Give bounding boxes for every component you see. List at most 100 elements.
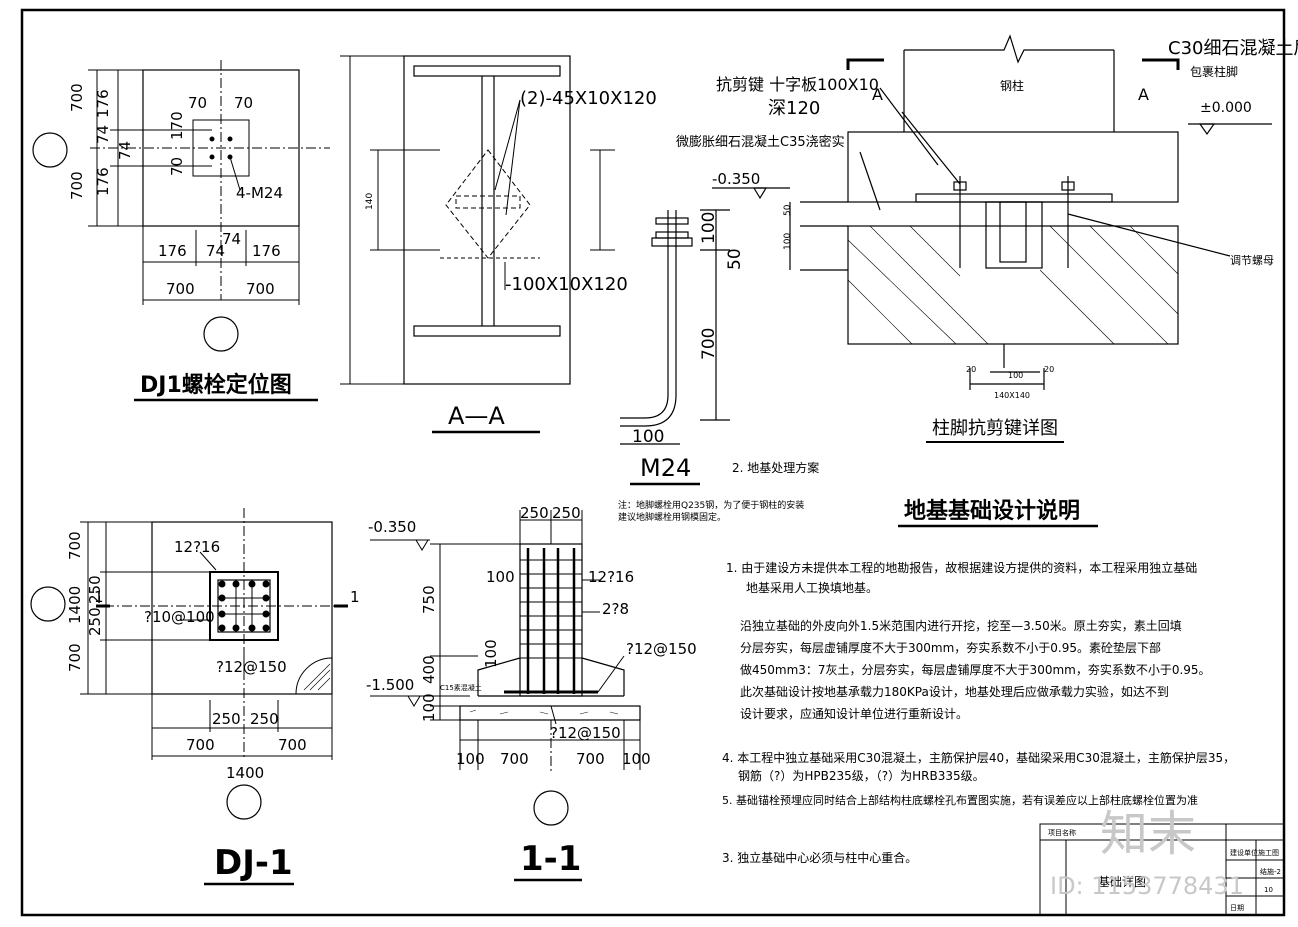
- tb-sheet: 10: [1264, 886, 1273, 894]
- dim: 140X140: [994, 391, 1030, 400]
- rebar-label: 2?8: [602, 600, 629, 618]
- dim: 70: [234, 94, 253, 112]
- tb-date: 日期: [1230, 904, 1244, 912]
- dim: 1400: [66, 586, 84, 624]
- title-11: 1-1: [520, 839, 581, 879]
- note-line: 4. 本工程中独立基础采用C30混凝土，主筋保护层40，基础梁采用C30混凝土，…: [722, 750, 1235, 765]
- plate-label: -100X10X120: [505, 274, 628, 295]
- note-line: 做450mm3：7灰土，分层夯实，每层虚铺厚度不大于300mm，夯实系数不小于0…: [740, 662, 1211, 677]
- dim: 700: [166, 280, 195, 298]
- elev-label: -1.500: [366, 676, 414, 694]
- tb-drawing: 基础详图: [1098, 874, 1146, 889]
- title-column-shear: 柱脚抗剪键详图: [932, 418, 1058, 439]
- dim: 700: [246, 280, 275, 298]
- section-mark: A: [1138, 85, 1149, 104]
- dim: 20: [1044, 365, 1054, 374]
- note-line: 3. 独立基础中心必须与柱中心重合。: [722, 850, 917, 865]
- bolt-label: 4-M24: [236, 184, 283, 202]
- dim: 250: [520, 504, 549, 522]
- title-dj1-bolt: DJ1螺栓定位图: [140, 372, 292, 398]
- dim: 100: [622, 750, 651, 768]
- dim: 700: [186, 736, 215, 754]
- rebar-label: ?12@150: [550, 724, 621, 742]
- section-mark: A: [872, 85, 883, 104]
- dim: 400: [420, 655, 438, 684]
- dim: 74: [94, 125, 112, 144]
- dj1-plan-labels: 12?16 ?10@100 ?12@150 700 250 250 1400 7…: [66, 531, 360, 782]
- dim: 70: [188, 94, 207, 112]
- note-line: 地基采用人工换填地基。: [746, 581, 878, 595]
- dim: 74: [206, 242, 225, 260]
- grout-label: 微膨胀细石混凝土C35浇密实: [676, 134, 845, 150]
- title-foundation-notes: 地基基础设计说明: [904, 498, 1080, 524]
- note-line: 分层夯实，每层虚铺厚度不大于300mm，夯实系数不小于0.95。素砼垫层下部: [740, 640, 1161, 655]
- dj1-bolt-plan: [32, 60, 330, 352]
- notes-body: 1. 由于建设方未提供本工程的地勘报告，故根据建设方提供的资料，本工程采用独立基…: [722, 560, 1235, 865]
- title-m24: M24: [640, 454, 691, 482]
- sheet-border: [20, 8, 1286, 917]
- dim: 176: [252, 242, 281, 260]
- dim: 50: [725, 248, 745, 270]
- cut-mark: 1: [94, 588, 104, 606]
- section-11: [370, 510, 641, 826]
- dim: 176: [94, 167, 112, 196]
- note-line: 沿独立基础的外皮向外1.5米范围内进行开挖，挖至—3.50米。原土夯实，素土回填: [740, 618, 1182, 633]
- dim: 140: [365, 193, 375, 210]
- note-line: 5. 基础锚栓预埋应同时结合上部结构柱底螺栓孔布置图实施，若有误差应以上部柱底螺…: [722, 793, 1198, 807]
- dj1-bolt-dims: 700 700 176 74 74 176 70 70 170 70 4-M24…: [68, 83, 283, 298]
- nut-label: 调节螺母: [1230, 254, 1274, 267]
- m24-note2: 建议地脚螺栓用钢模固定。: [618, 511, 726, 523]
- deep-label: 深120: [768, 98, 820, 119]
- tb-build: 建设单位: [1230, 848, 1258, 857]
- dim: 700: [699, 328, 719, 360]
- note-line: 钢筋（?）为HPB235级，（?）为HRB335级。: [738, 768, 985, 783]
- dim: 250: [552, 504, 581, 522]
- elev-label: -0.350: [712, 170, 760, 188]
- watermark-id: ID: 1153778431: [1050, 872, 1244, 900]
- plate-label: (2)-45X10X120: [520, 88, 657, 109]
- title-block: [1039, 823, 1285, 916]
- c30-label: C30细石混凝土后浇: [1168, 38, 1298, 59]
- dim: 100: [1008, 371, 1023, 380]
- dim: 700: [576, 750, 605, 768]
- dj1-plan: [30, 508, 348, 820]
- rebar-label: 12?16: [588, 568, 634, 586]
- cut-mark: 1: [350, 588, 360, 606]
- dim: 176: [94, 89, 112, 118]
- c15-label: C15素混凝土: [440, 683, 482, 692]
- dim: 70: [168, 157, 186, 176]
- tb-design: 施工图: [1258, 848, 1279, 857]
- elev-label: ±0.000: [1200, 100, 1252, 116]
- wrap-label: 包裹柱脚: [1190, 64, 1238, 79]
- dim: 700: [500, 750, 529, 768]
- note-item2: 2. 地基处理方案: [732, 460, 819, 475]
- title-aa: A—A: [448, 402, 505, 430]
- dim: 700: [278, 736, 307, 754]
- dim: 250: [86, 575, 104, 604]
- rebar-label: 12?16: [174, 538, 220, 556]
- title-dj1: DJ-1: [214, 843, 293, 883]
- dim: 750: [420, 585, 438, 614]
- dim: 100: [420, 693, 438, 722]
- column-detail-labels: C30细石混凝土后浇 包裹柱脚 ±0.000 抗剪键 十字板100X10 深12…: [676, 38, 1298, 400]
- steel-column-label: 钢柱: [1000, 78, 1024, 93]
- dim: 700: [66, 531, 84, 560]
- dim: 170: [168, 111, 186, 140]
- m24-dims: 100 50 700 100: [632, 212, 745, 447]
- rebar-label: ?12@150: [626, 640, 697, 658]
- dim: 700: [66, 643, 84, 672]
- dim: 250: [250, 710, 279, 728]
- aa-labels: (2)-45X10X120 -100X10X120 140: [365, 88, 657, 295]
- dim: 100: [632, 427, 664, 447]
- rebar-label: ?10@100: [144, 608, 215, 626]
- dim: 74: [116, 141, 134, 160]
- dim: 1400: [226, 764, 264, 782]
- dim: 100: [456, 750, 485, 768]
- aa-section: [340, 55, 615, 385]
- rebar-label: ?12@150: [216, 658, 287, 676]
- column-detail: [712, 34, 1272, 390]
- dim: 176: [158, 242, 187, 260]
- note-line: 1. 由于建设方未提供本工程的地勘报告，故根据建设方提供的资料，本工程采用独立基…: [726, 560, 1197, 575]
- dim: 100: [486, 568, 515, 586]
